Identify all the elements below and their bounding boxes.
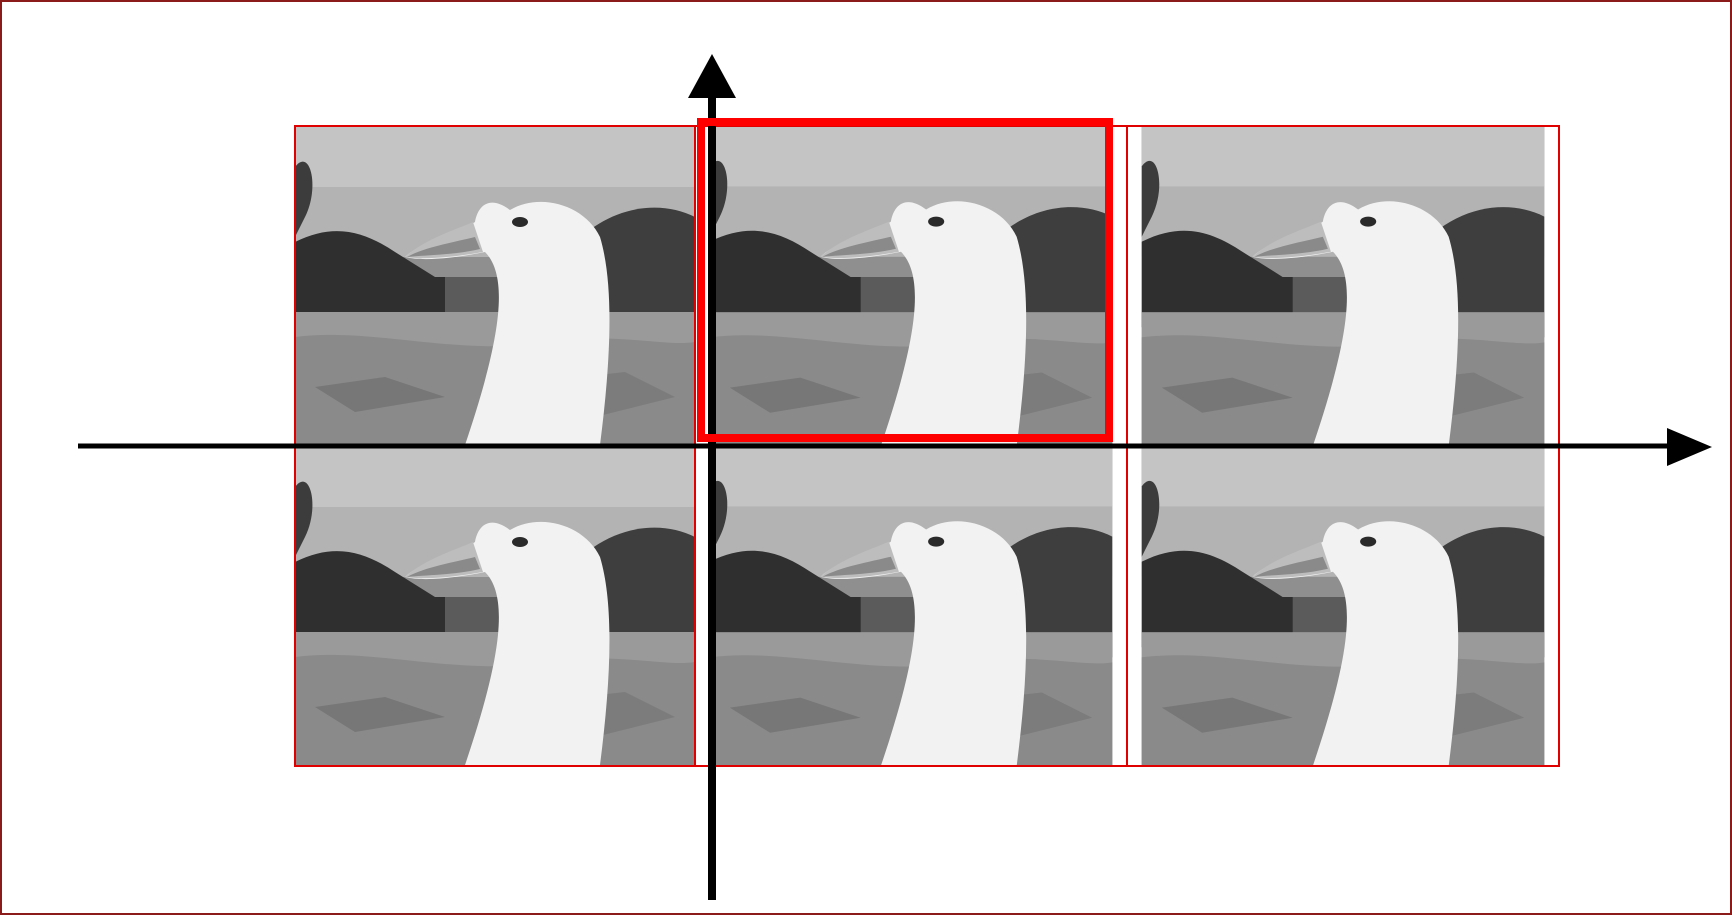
goose-tile bbox=[1126, 445, 1560, 767]
goose-image bbox=[709, 126, 1113, 446]
highlight-layer bbox=[697, 118, 1113, 442]
goose-tile bbox=[294, 445, 696, 767]
y-axis-arrowhead bbox=[688, 54, 736, 98]
goose-image bbox=[709, 446, 1113, 766]
goose-tile bbox=[694, 445, 1128, 767]
goose-tile bbox=[1126, 125, 1560, 447]
goose-tile bbox=[294, 125, 696, 447]
x-axis-arrowhead bbox=[1667, 428, 1712, 466]
goose-image bbox=[1141, 446, 1545, 766]
goose-image bbox=[1141, 126, 1545, 446]
goose-tile bbox=[694, 125, 1128, 447]
axes bbox=[78, 54, 1712, 900]
goose-image bbox=[295, 127, 695, 445]
goose-image bbox=[295, 447, 695, 765]
highlight-box bbox=[697, 118, 1113, 442]
